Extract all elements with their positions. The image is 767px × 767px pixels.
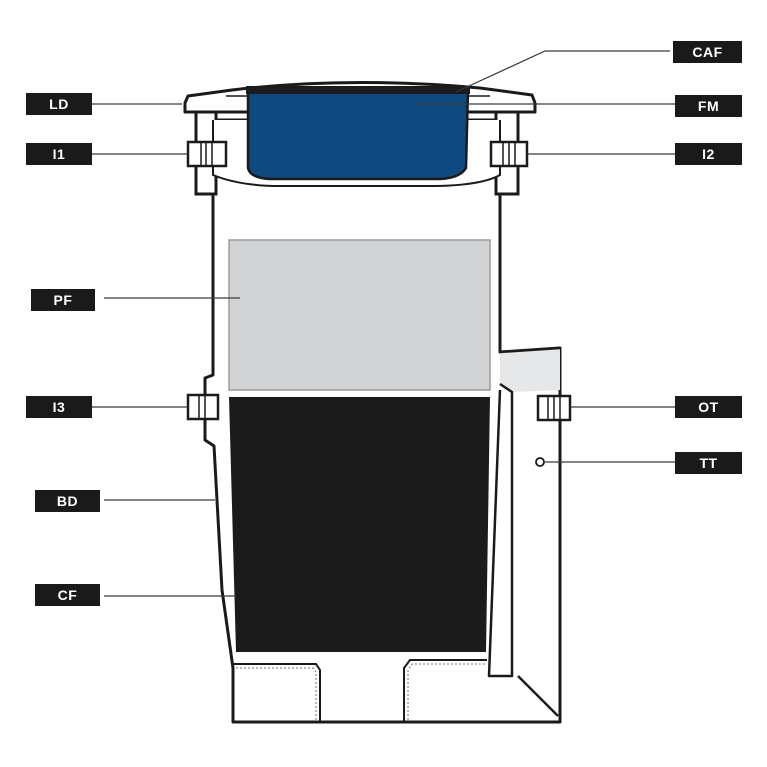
outlet (536, 394, 572, 422)
label-i1: I1 (26, 143, 92, 165)
outlet-channel-top (499, 346, 561, 354)
base-diagonal (517, 675, 559, 717)
test-tap (535, 457, 545, 467)
label-pf: PF (31, 289, 95, 311)
fine-mesh-filter (246, 88, 470, 181)
base-left-foot (233, 663, 321, 722)
carbon-filter (229, 397, 490, 652)
inlet-2 (489, 140, 529, 168)
label-fm: FM (675, 95, 742, 117)
label-tt: TT (675, 452, 742, 474)
leader-caf (455, 50, 670, 93)
leader-lines (92, 50, 675, 597)
pre-filter (228, 239, 491, 391)
inlet-1 (186, 140, 228, 168)
base-left-foot-dash (236, 667, 317, 720)
outlet-channel-inner-wall (487, 382, 514, 678)
label-bd: BD (35, 490, 100, 512)
label-i2: I2 (675, 143, 742, 165)
base-right-foot-dash (407, 663, 487, 720)
label-cf: CF (35, 584, 100, 606)
inlet-3 (186, 393, 220, 421)
base-right-foot (403, 659, 487, 722)
label-ld: LD (26, 93, 92, 115)
carbon-activated-filter-strip (246, 86, 470, 94)
label-i3: I3 (26, 396, 92, 418)
label-caf: CAF (673, 41, 742, 63)
label-ot: OT (675, 396, 742, 418)
